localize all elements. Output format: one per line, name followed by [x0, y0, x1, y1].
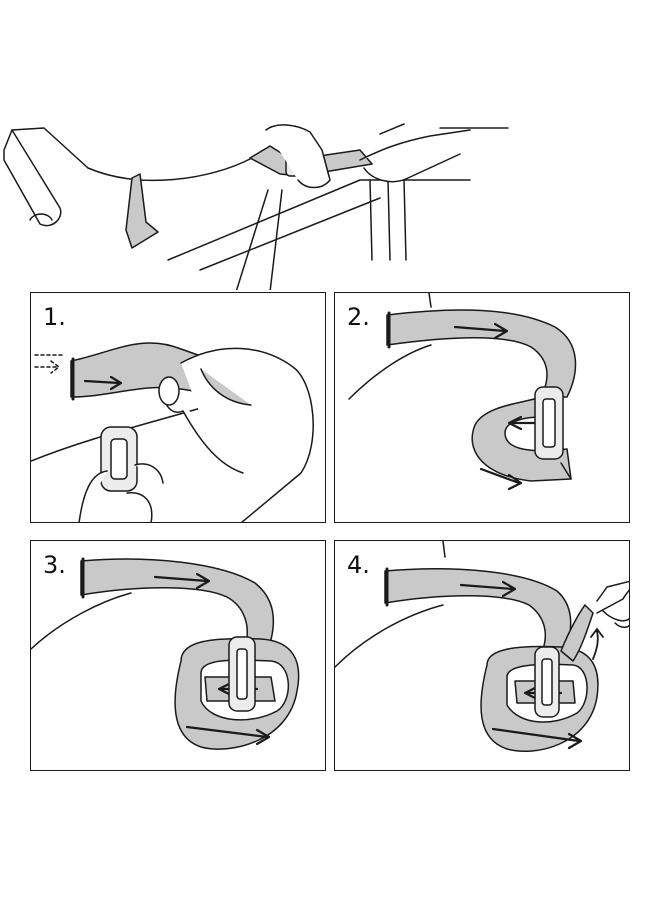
bag-tube [3, 129, 62, 227]
pointing-hand-icon [596, 580, 629, 628]
strap [80, 558, 275, 648]
feed-arrow [34, 360, 60, 374]
hand [163, 347, 314, 522]
left-hand [265, 124, 331, 189]
strap-arrow [83, 375, 123, 391]
strap [384, 568, 572, 650]
right-hand [359, 129, 471, 183]
strap-arrow-top [153, 572, 211, 590]
bag-edge [11, 127, 89, 169]
step-number-3: 3. [43, 551, 66, 579]
step-2-illustration [348, 293, 577, 491]
step-number-1: 1. [43, 303, 66, 331]
strap-arrow-bottom [185, 725, 271, 746]
tuck-arrow [590, 628, 604, 660]
step-panel-2: 2. [334, 292, 630, 523]
strap-arrow-bottom [491, 727, 583, 750]
strap-tail [560, 604, 594, 662]
step-number-2: 2. [347, 303, 370, 331]
step-1-illustration [31, 342, 314, 522]
strap-arrow-top [453, 322, 509, 340]
step-panel-4: 4. [334, 540, 630, 771]
overview-scene [3, 123, 509, 290]
fingers [78, 463, 164, 522]
step-4-illustration [335, 541, 629, 753]
step-number-4: 4. [347, 551, 370, 579]
hanging-strap [125, 173, 159, 249]
lower-loop [471, 396, 572, 482]
step-panel-3: 3. [30, 540, 326, 771]
strap-arrow-bottom [479, 467, 523, 491]
step-panel-1: 1. [30, 292, 326, 523]
step-3-illustration [31, 557, 300, 750]
strap [386, 309, 577, 398]
strap-arrow-top [459, 580, 517, 598]
